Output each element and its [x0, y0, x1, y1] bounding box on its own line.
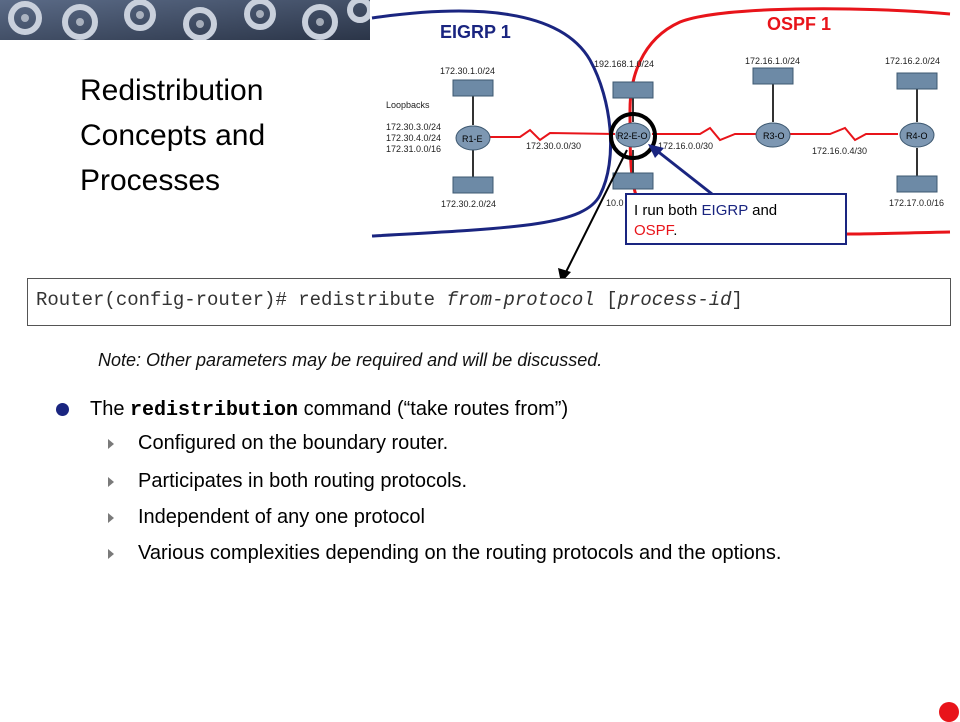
switch-icon [452, 67, 938, 194]
sub-bullet-triangle-icon [108, 439, 114, 449]
bullet-text-after: command (“take routes from”) [298, 398, 569, 420]
network-label: 172.16.2.0/24 [885, 56, 940, 66]
callout-and: and [747, 202, 778, 219]
command-arg-from-protocol: from-protocol [446, 289, 595, 311]
network-label: 10.0 [606, 198, 624, 208]
callout-suffix: . [673, 222, 678, 239]
sub-bullet-text: Independent of any one protocol [138, 506, 425, 528]
callout-eigrp: EIGRP [701, 202, 748, 219]
router-icon [455, 122, 935, 151]
loopback-address: 172.30.4.0/24 [386, 133, 441, 143]
sub-bullet-text: Configured on the boundary router. [138, 432, 449, 454]
command-bracket-close: ] [731, 289, 743, 311]
loopbacks-heading: Loopbacks [386, 100, 430, 110]
slide-title-line: Concepts and [80, 119, 266, 152]
network-label: 192.168.1.0/24 [594, 59, 654, 69]
loopback-address: 172.30.3.0/24 [386, 122, 441, 132]
slide-title-line: Processes [80, 164, 221, 197]
slide-title-line: Redistribution [80, 74, 264, 107]
command-prefix: Router(config-router)# redistribute [36, 289, 447, 311]
network-label: 172.16.0.4/30 [812, 146, 867, 156]
router-label: R1-E [462, 134, 483, 144]
network-label: 172.30.0.0/30 [526, 141, 581, 151]
network-label: 172.17.0.0/16 [889, 198, 944, 208]
loopback-address: 172.31.0.0/16 [386, 144, 441, 154]
ospf-domain-label: OSPF 1 [767, 14, 831, 34]
note-text: Note: Other parameters may be required a… [98, 350, 603, 370]
eigrp-domain-boundary [371, 9, 613, 238]
router-label: R4-O [906, 131, 928, 141]
network-label: 172.16.1.0/24 [745, 56, 800, 66]
bullet-keyword: redistribution [130, 399, 299, 422]
slide-title: Redistribution Concepts and Processes [80, 68, 265, 203]
sub-bullet-text: Various complexities depending on the ro… [138, 542, 782, 564]
sub-bullet-triangle-icon [108, 513, 114, 523]
callout-text: I run both [634, 202, 702, 219]
header-banner-image [0, 0, 370, 40]
command-arg-process-id: process-id [617, 289, 732, 311]
sub-bullet-triangle-icon [108, 477, 114, 487]
callout-ospf: OSPF [634, 222, 674, 239]
red-dot-icon [939, 702, 959, 722]
router-label: R3-O [763, 131, 785, 141]
network-label: 172.30.2.0/24 [441, 199, 496, 209]
sub-bullet-triangle-icon [108, 549, 114, 559]
network-topology-diagram: EIGRP 1 OSPF 1 R1-E R2-E-O R3-O R4-O 172… [371, 7, 951, 283]
command-bracket-open: [ [594, 289, 618, 311]
sub-bullet-text: Participates in both routing protocols. [138, 470, 468, 492]
network-label: 172.30.1.0/24 [440, 66, 495, 76]
router-label: R2-E-O [617, 131, 648, 141]
network-label: 172.16.0.0/30 [658, 141, 713, 151]
command-syntax-box: Router(config-router)# redistribute from… [27, 278, 951, 326]
eigrp-domain-label: EIGRP 1 [440, 22, 511, 42]
bullet-dot-icon [56, 403, 69, 416]
boundary-router-highlight [609, 112, 657, 160]
bullet-text-before: The [90, 398, 131, 420]
